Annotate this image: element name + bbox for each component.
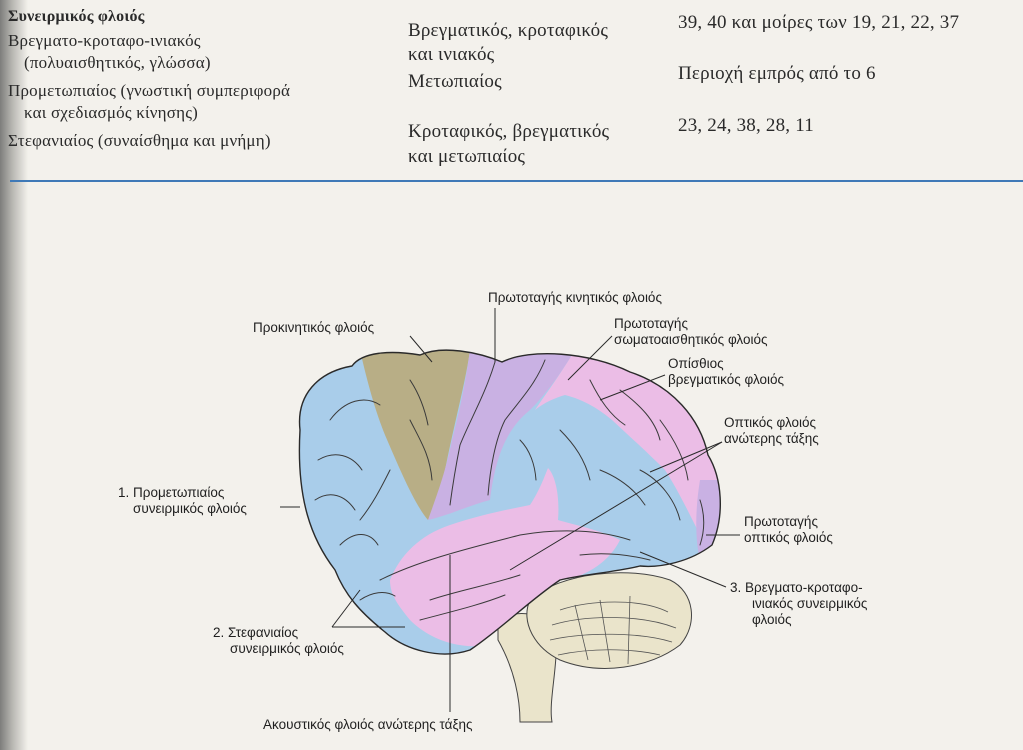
row2-col1-line1: Προμετωπιαίος (γνωστική συμπεριφορά [8, 81, 291, 100]
label-limbic-2: συνειρμικός φλοιός [230, 641, 344, 656]
row2-col1-line2: και σχεδιασμός κίνησης) [24, 103, 199, 122]
row2-col3: Περιοχή εμπρός από το 6 [678, 63, 876, 84]
diagram-labels: Πρωτοταγής κινητικός φλοιός Προκινητικός… [118, 290, 868, 732]
region-primary-motor [428, 350, 575, 520]
row1-col3: 39, 40 και μοίρες των 19, 21, 22, 37 [678, 12, 960, 33]
label-prefrontal-2: συνειρμικός φλοιός [133, 501, 247, 516]
label-visual-higher-1: Οπτικός φλοιός [724, 415, 817, 430]
label-parieto-1: 3. Βρεγματο-κροταφο- [730, 580, 863, 595]
label-prefrontal-1: 1. Προμετωπιαίος [118, 485, 225, 500]
label-posterior-parietal-1: Οπίσθιος [668, 356, 724, 371]
row3-col2-line2: και μετωπιαίος [408, 146, 526, 167]
row3-col1-line1: Στεφανιαίος (συναίσθημα και μνήμη) [8, 131, 271, 150]
label-posterior-parietal-2: βρεγματικός φλοιός [668, 372, 785, 387]
section-divider [10, 180, 1023, 182]
brain-folds [314, 359, 705, 621]
leader-lines [280, 308, 740, 712]
label-somatosensory-1: Πρωτοταγής [614, 316, 688, 331]
label-parieto-2: ινιακός συνειρμικός [752, 596, 868, 611]
label-parieto-3: φλοιός [752, 612, 792, 627]
row1-col2-line1: Βρεγματικός, κροταφικός [408, 20, 609, 41]
label-primary-motor: Πρωτοταγής κινητικός φλοιός [488, 290, 662, 305]
page-gutter-shadow [0, 0, 28, 750]
label-visual-higher-2: ανώτερης τάξης [724, 431, 819, 446]
table-header: Συνειρμικός φλοιός [8, 8, 145, 25]
cerebellum [526, 572, 692, 669]
label-primary-visual-1: Πρωτοταγής [744, 514, 818, 529]
label-premotor: Προκινητικός φλοιός [253, 320, 375, 335]
region-primary-visual [696, 480, 721, 560]
label-limbic-1: 2. Στεφανιαίος [213, 625, 299, 640]
row3-col2-line1: Κροταφικός, βρεγματικός [408, 121, 610, 142]
label-primary-visual-2: οπτικός φλοιός [744, 530, 833, 545]
row1-col1-line1: Βρεγματο-κροταφο-ινιακός [8, 31, 201, 50]
association-cortex-table: Συνειρμικός φλοιός Βρεγματο-κροταφο-ινια… [0, 0, 1023, 180]
label-somatosensory-2: σωματοαισθητικός φλοιός [614, 332, 768, 347]
row2-col2-line1: Μετωπιαίος [408, 71, 502, 92]
row1-col2-line2: και ινιακός [408, 44, 495, 65]
label-auditory-higher: Ακουστικός φλοιός ανώτερης τάξης [263, 717, 473, 732]
row1-col1-line2: (πολυαισθητικός, γλώσσα) [24, 53, 211, 72]
region-auditory-higher [390, 468, 620, 647]
row3-col3: 23, 24, 38, 28, 11 [678, 115, 814, 136]
cerebellum-folia [549, 595, 677, 665]
region-premotor [360, 350, 470, 520]
